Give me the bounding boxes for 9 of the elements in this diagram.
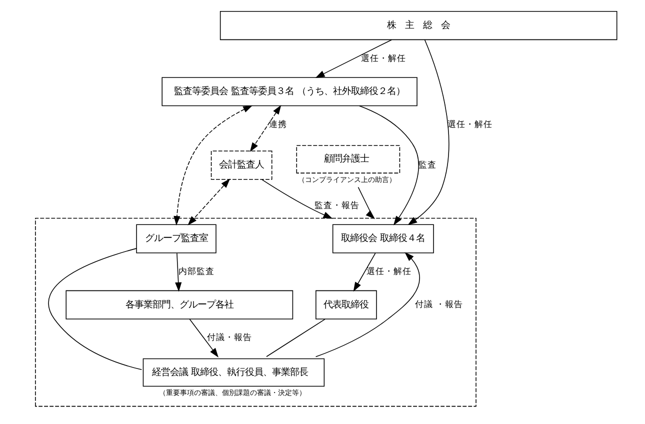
edge-label: 連携	[268, 120, 287, 130]
edge-label: 付議・報告	[206, 333, 252, 344]
edge-label: 付議 ・報告	[414, 300, 462, 310]
edge-label: 選任・解任	[366, 266, 412, 277]
node-label: （コンプライアンス上の助言）	[298, 174, 396, 184]
edge-label: 内部監査	[178, 266, 214, 277]
edge-label: 監査・報告	[314, 200, 360, 211]
node-label: （重要事項の審議、個別課題の審議・決定等）	[158, 388, 306, 398]
edge-label: 選任・解任	[360, 54, 406, 64]
